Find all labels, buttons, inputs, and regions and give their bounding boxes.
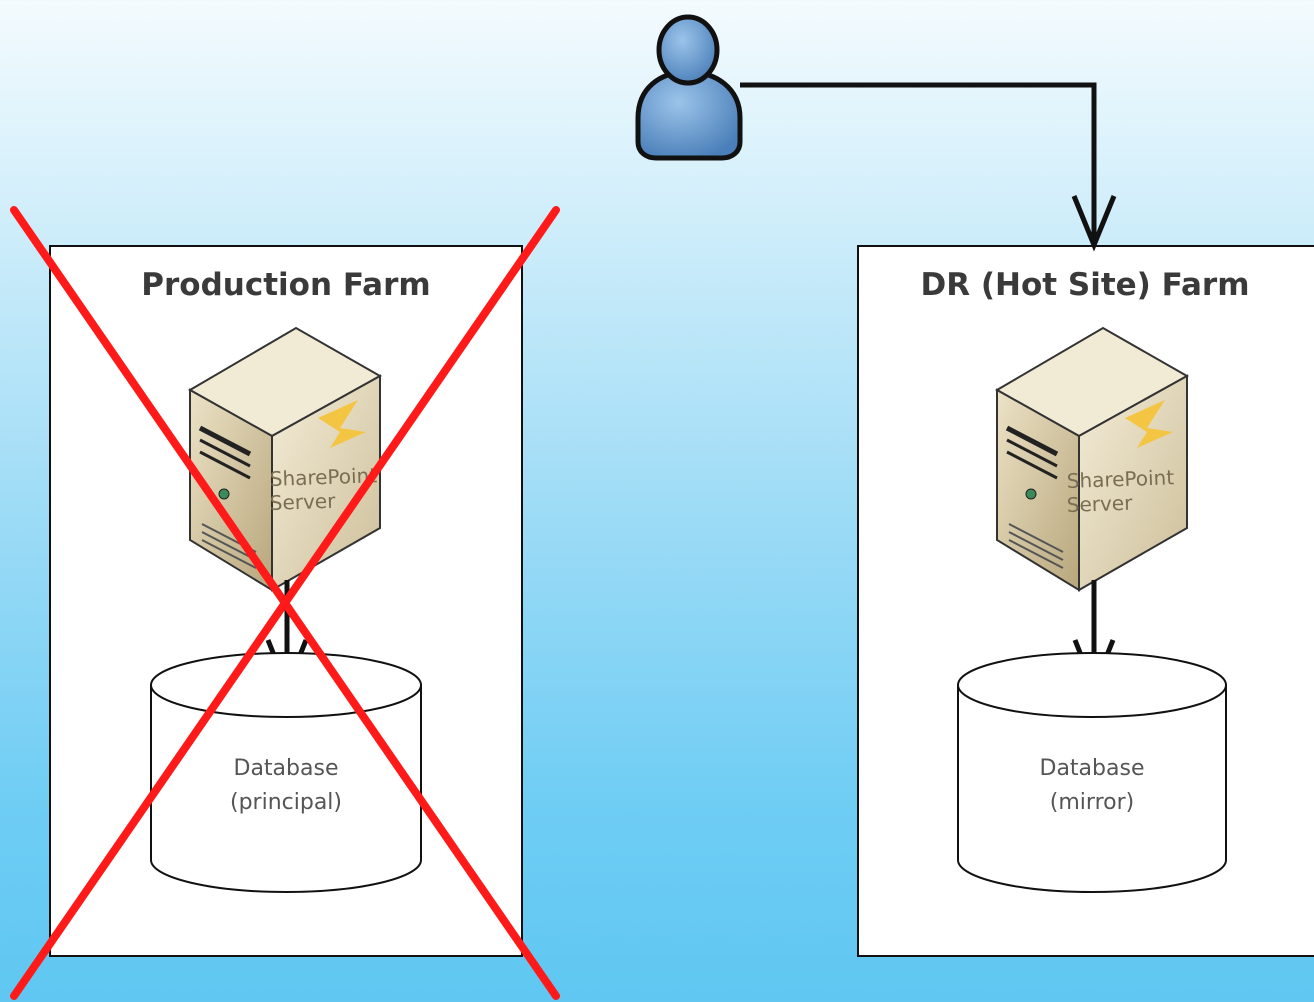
- production-database-name: Database: [233, 756, 339, 781]
- user-icon: [635, 14, 743, 161]
- dr-database-name: Database: [1039, 756, 1145, 781]
- dr-database-icon: [957, 652, 1227, 893]
- dr-farm-title: DR (Hot Site) Farm: [920, 267, 1250, 303]
- failure-cross-icon: [10, 206, 560, 1000]
- production-farm-title: Production Farm: [141, 267, 431, 303]
- dr-server-icon: SharePoint Server: [997, 328, 1187, 590]
- dr-server-brand: SharePoint: [1066, 465, 1174, 493]
- production-database-label: Database (principal): [151, 752, 421, 820]
- dr-database-role: (mirror): [1049, 790, 1135, 815]
- dr-server-line2: Server: [1066, 491, 1133, 517]
- production-server-brand: SharePoint: [269, 463, 377, 491]
- production-server-line2: Server: [269, 489, 336, 515]
- production-database-role: (principal): [230, 790, 342, 815]
- production-server-icon: SharePoint Server: [190, 328, 380, 590]
- user-to-dr-arrow: [740, 82, 1117, 252]
- dr-database-label: Database (mirror): [958, 752, 1226, 820]
